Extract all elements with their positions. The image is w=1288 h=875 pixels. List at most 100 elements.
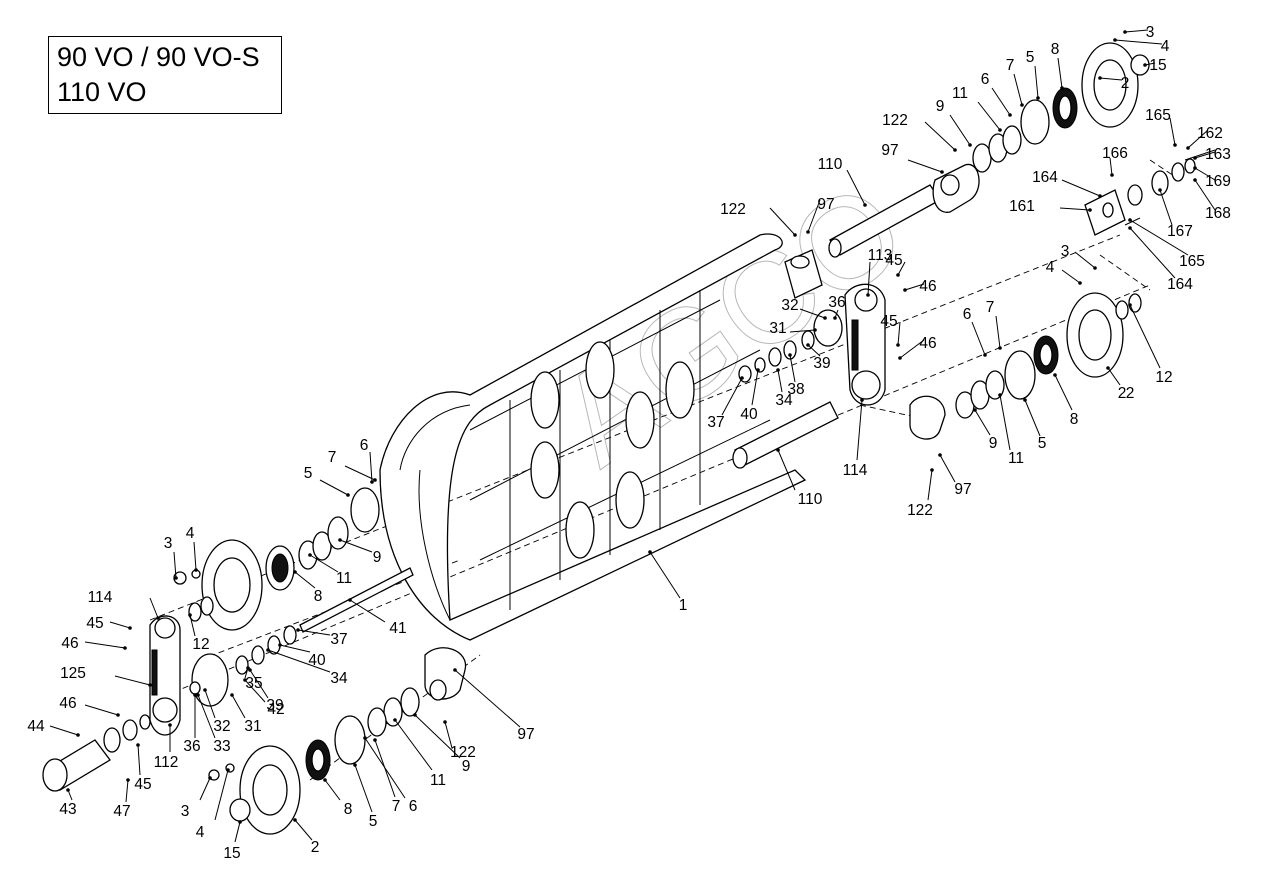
part-number-label: 46 [919,278,936,295]
leader-arrowhead [973,408,977,412]
leader-line [751,369,759,406]
leader-arrowhead [1186,146,1190,150]
part-number-label: 45 [86,615,103,632]
callout-39: 39 [806,343,831,372]
leader-arrowhead [248,668,252,672]
part-number-label: 12 [192,636,209,653]
callout-11: 11 [308,553,352,587]
part-number-label: 32 [213,718,230,735]
leader-arrowhead [793,233,797,237]
part-number-label: 41 [389,620,406,637]
part-number-label: 6 [409,798,418,815]
part-number-label: 45 [880,313,897,330]
callout-8: 8 [293,570,322,605]
part-number-label: 37 [330,631,347,648]
part-number-label: 11 [952,85,968,102]
callout-9: 9 [973,408,997,452]
callout-7: 7 [986,299,1002,350]
leader-arrowhead [1088,208,1092,212]
leader-arrowhead [373,478,377,482]
callout-9: 9 [338,538,381,566]
callout-5: 5 [353,763,377,830]
callout-165: 165 [1128,218,1205,270]
leader-line [991,87,1011,116]
leader-line [999,394,1011,451]
callout-45: 45 [134,743,152,793]
leader-line [369,451,373,483]
callout-168: 168 [1193,178,1231,222]
leader-line [1109,157,1113,176]
leader-arrowhead [208,776,212,780]
leader-arrowhead [1173,143,1177,147]
leader-arrowhead [1110,173,1114,177]
callout-3: 3 [181,776,212,820]
leader-line [807,344,821,357]
callout-163: 163 [1193,146,1231,163]
leader-line [444,721,453,749]
part-number-label: 164 [1032,169,1058,186]
part-number-label: 6 [963,306,972,323]
callout-38: 38 [787,353,805,398]
leader-line [789,329,816,333]
part-number-label: 31 [769,320,786,337]
leader-arrowhead [168,723,172,727]
leader-line [769,207,796,236]
leader-line [234,821,241,843]
callout-33: 33 [196,693,231,755]
callout-44: 44 [27,718,80,737]
leader-line [777,369,783,393]
leader-arrowhead [370,480,374,484]
leader-arrowhead [740,376,744,380]
part-number-label: 163 [1205,146,1231,163]
leader-line [324,779,341,801]
leader-line [721,377,743,416]
callout-5: 5 [1023,398,1046,452]
leader-arrowhead [196,693,200,697]
leader-line [1034,65,1039,99]
callout-12: 12 [1128,303,1173,386]
leader-arrowhead [1098,194,1102,198]
leader-arrowhead [998,128,1002,132]
part-number-label: 12 [1155,369,1172,386]
leader-arrowhead [1023,398,1027,402]
leader-arrowhead [373,738,377,742]
part-number-label: 3 [1061,243,1070,260]
part-number-label: 40 [308,652,326,669]
part-number-label: 3 [164,535,173,552]
leader-arrowhead [338,538,342,542]
callout-122: 122 [720,201,797,237]
leader-arrowhead [194,568,198,572]
leader-arrowhead [76,733,80,737]
callout-4: 4 [1113,38,1170,55]
callout-4: 4 [1046,259,1082,285]
part-number-label: 5 [1026,49,1035,66]
leader-line [244,679,266,703]
callout-3: 3 [1061,243,1097,270]
leader-arrowhead [953,148,957,152]
callout-43: 43 [59,788,77,818]
leader-arrowhead [1093,266,1097,270]
part-number-label: 7 [1006,57,1015,74]
leader-arrowhead [1008,113,1012,117]
callout-3: 3 [164,535,178,580]
part-number-label: 1 [679,597,688,614]
leader-line [214,769,229,821]
part-number-label: 169 [1205,173,1231,190]
part-number-label: 167 [1167,223,1193,240]
part-number-label: 11 [336,570,352,587]
leader-line [1129,219,1189,256]
part-number-label: 110 [818,156,843,173]
leader-arrowhead [238,820,242,824]
leader-line [173,551,177,579]
part-number-label: 110 [798,491,823,508]
part-number-label: 38 [787,381,804,398]
callout-41: 41 [348,598,407,637]
leader-line [297,629,331,636]
part-number-label: 2 [1126,385,1135,402]
callout-122: 122 [882,112,957,152]
leader-line [856,399,863,461]
callout-46: 46 [898,335,937,360]
part-number-label: 11 [1008,450,1024,467]
model-title-line-1: 90 VO / 90 VO-S [57,42,260,72]
